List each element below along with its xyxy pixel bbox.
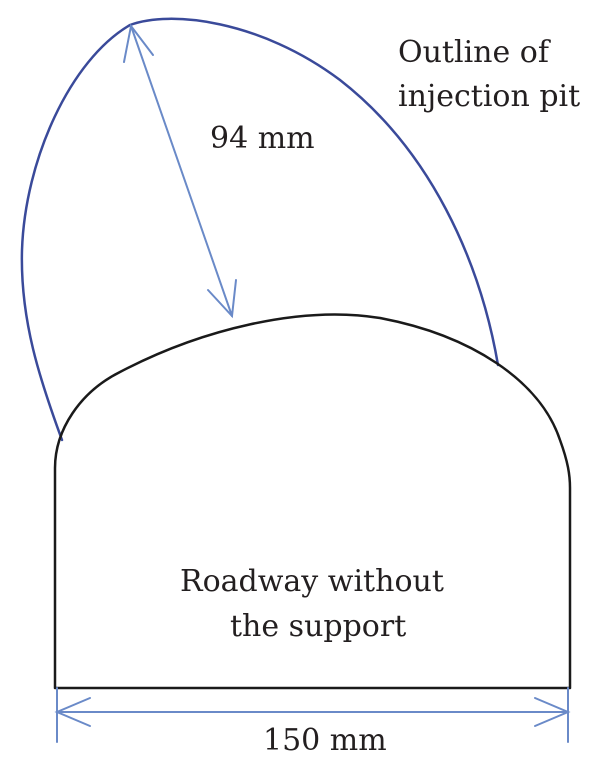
roadway-outline [53, 313, 572, 690]
roadway-width-label: 150 mm [263, 723, 387, 758]
roadway-label-line2: the support [230, 609, 407, 644]
pit-depth-dimension-arrow [123, 23, 237, 319]
injection-pit-outline [20, 17, 500, 442]
pit-outline-label-line1: Outline of [398, 35, 549, 70]
roadway-width-dimension-arrow [54, 687, 571, 743]
roadway-label-line1: Roadway without [180, 564, 444, 599]
pit-outline-label-line2: injection pit [398, 79, 581, 114]
pit-depth-label: 94 mm [210, 121, 315, 156]
